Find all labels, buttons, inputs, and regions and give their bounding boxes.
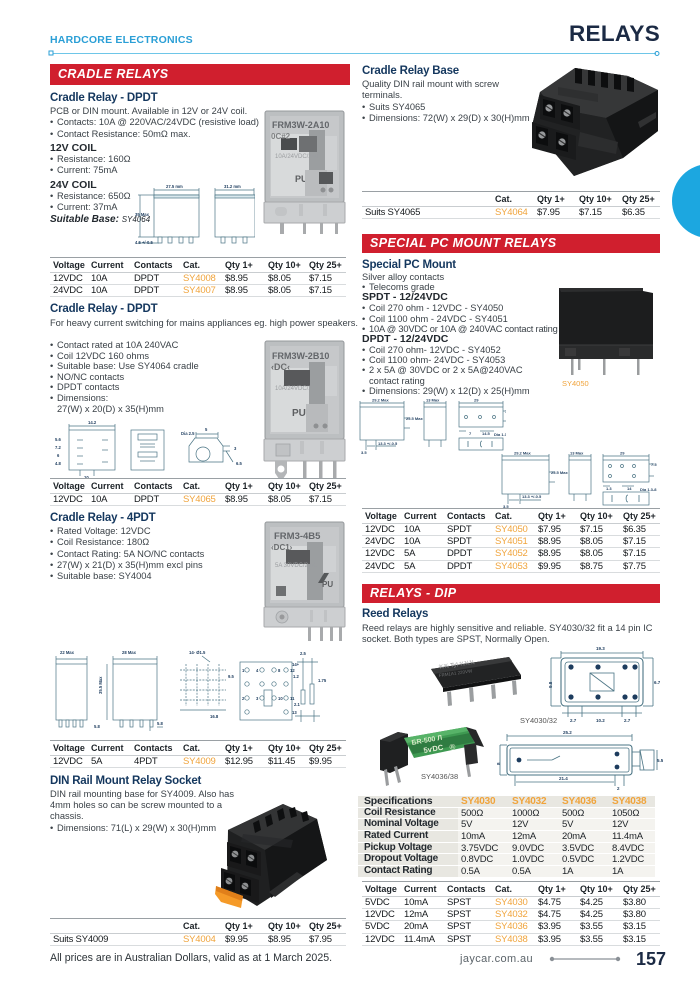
svg-text:10A/24VDC/2: 10A/24VDC/2 xyxy=(275,386,312,392)
svg-text:10: 10 xyxy=(278,696,283,701)
svg-text:‹DC1›: ‹DC1› xyxy=(271,543,293,552)
svg-text:19.3: 19.3 xyxy=(596,646,605,651)
svg-text:6: 6 xyxy=(57,453,60,458)
svg-text:13 Max: 13 Max xyxy=(570,451,584,456)
svg-text:1.2: 1.2 xyxy=(293,674,299,679)
svg-text:Dia 1.3-8: Dia 1.3-8 xyxy=(640,487,657,492)
svg-text:¾¾ Tyl ¾¾¾: ¾¾ Tyl ¾¾¾ xyxy=(438,660,475,671)
svg-text:FRM3-4B5: FRM3-4B5 xyxy=(274,531,321,542)
svg-text:2.7: 2.7 xyxy=(570,718,577,723)
svg-text:13: 13 xyxy=(292,710,297,715)
svg-text:5.5: 5.5 xyxy=(657,758,663,763)
svg-text:Dia 1.3: Dia 1.3 xyxy=(494,432,506,437)
svg-text:14.5: 14.5 xyxy=(482,431,491,436)
svg-text:2.1: 2.1 xyxy=(294,702,300,707)
svg-text:29: 29 xyxy=(474,398,479,403)
svg-text:PU: PU xyxy=(322,580,333,589)
svg-text:9.5: 9.5 xyxy=(228,674,234,679)
svg-text:10: 10 xyxy=(84,475,89,480)
svg-text:2: 2 xyxy=(242,696,245,701)
svg-text:14+: 14+ xyxy=(292,662,300,667)
svg-text:6.7: 6.7 xyxy=(654,680,660,685)
svg-text:3: 3 xyxy=(256,696,259,701)
svg-text:3.5: 3.5 xyxy=(361,450,367,454)
svg-text:8: 8 xyxy=(497,762,501,765)
svg-text:6.5: 6.5 xyxy=(236,461,242,466)
svg-text:5.6: 5.6 xyxy=(55,437,61,442)
svg-text:Dia 2.5: Dia 2.5 xyxy=(181,431,195,436)
svg-text:PU: PU xyxy=(295,174,308,184)
svg-text:10.2: 10.2 xyxy=(596,718,605,723)
svg-text:4.5 +/-0.5: 4.5 +/-0.5 xyxy=(135,240,153,245)
svg-text:13.3 +/-0.5: 13.3 +/-0.5 xyxy=(522,494,542,499)
svg-text:FRM3W-2B10: FRM3W-2B10 xyxy=(272,351,329,361)
svg-text:25.5 Max: 25.5 Max xyxy=(406,416,423,421)
svg-text:5ѵDC: 5ѵDC xyxy=(423,743,445,755)
svg-text:5.8: 5.8 xyxy=(157,721,163,726)
svg-text:16.8: 16.8 xyxy=(210,714,219,719)
svg-text:8: 8 xyxy=(278,668,281,673)
svg-text:1: 1 xyxy=(242,668,245,673)
svg-text:25.2: 25.2 xyxy=(563,730,572,735)
svg-text:3: 3 xyxy=(234,446,237,451)
svg-text:‹DC‹: ‹DC‹ xyxy=(271,362,290,372)
svg-text:29.2 Max: 29.2 Max xyxy=(372,398,389,403)
svg-text:14: 14 xyxy=(627,486,632,491)
svg-text:7: 7 xyxy=(469,431,472,436)
svg-text:35.5 Max: 35.5 Max xyxy=(98,676,103,694)
svg-text:5: 5 xyxy=(205,427,208,432)
svg-text:29.2 Max: 29.2 Max xyxy=(514,451,531,456)
svg-text:14- Ø1.5: 14- Ø1.5 xyxy=(189,650,206,655)
svg-text:PU: PU xyxy=(292,408,306,419)
svg-text:21.4: 21.4 xyxy=(559,776,568,781)
svg-text:2.5: 2.5 xyxy=(300,651,306,656)
svg-text:28 Max: 28 Max xyxy=(122,650,137,655)
svg-text:7.2: 7.2 xyxy=(55,445,61,450)
svg-text:7.5: 7.5 xyxy=(505,409,506,414)
svg-text:13.3 +/-0.5: 13.3 +/-0.5 xyxy=(378,441,398,446)
svg-text:5A 30VDC/2 AC: 5A 30VDC/2 AC xyxy=(275,563,318,569)
svg-text:FRM3W-2A10: FRM3W-2A10 xyxy=(272,120,329,130)
svg-text:22 Max: 22 Max xyxy=(60,650,75,655)
svg-text:31.2 mm: 31.2 mm xyxy=(224,184,241,189)
svg-text:12: 12 xyxy=(290,668,295,673)
svg-text:9.8: 9.8 xyxy=(548,681,553,688)
svg-text:2: 2 xyxy=(617,786,620,790)
svg-text:13 Max: 13 Max xyxy=(426,398,440,403)
svg-text:25.5 Max: 25.5 Max xyxy=(551,470,568,475)
svg-text:1.3: 1.3 xyxy=(606,486,612,491)
svg-text:27.5 mm: 27.5 mm xyxy=(166,184,183,189)
svg-text:7.5: 7.5 xyxy=(651,462,657,467)
svg-text:4: 4 xyxy=(256,668,259,673)
svg-text:14.2: 14.2 xyxy=(88,420,97,425)
svg-text:10A/24VDC/240: 10A/24VDC/240 xyxy=(275,154,319,160)
svg-text:2.7: 2.7 xyxy=(624,718,631,723)
svg-text:11: 11 xyxy=(290,696,295,701)
svg-text:4.8: 4.8 xyxy=(55,461,61,466)
svg-text:0C#2: 0C#2 xyxy=(271,132,291,141)
svg-text:1.75: 1.75 xyxy=(318,678,327,683)
svg-text:35 Max: 35 Max xyxy=(135,212,150,217)
svg-text:®: ® xyxy=(449,742,456,752)
svg-text:29: 29 xyxy=(620,451,625,456)
svg-text:FRM1A1 220VW: FRM1A1 220VW xyxy=(438,668,473,678)
svg-text:5.8: 5.8 xyxy=(94,724,100,729)
svg-text:3.5: 3.5 xyxy=(503,504,509,508)
